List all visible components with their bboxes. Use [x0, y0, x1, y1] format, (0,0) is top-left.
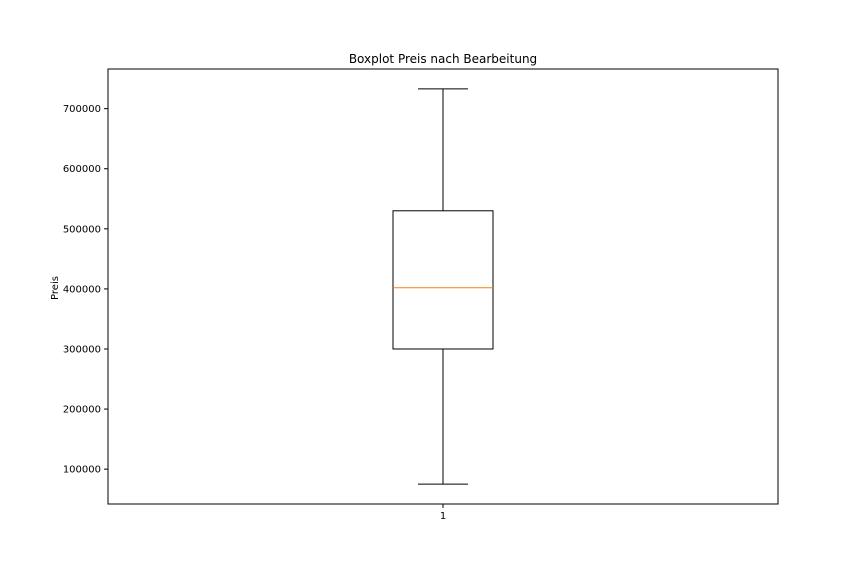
y-tick-label: 500000 — [63, 224, 101, 235]
box-group — [392, 88, 494, 485]
y-tick-label: 100000 — [63, 465, 101, 476]
y-tick-label: 400000 — [63, 284, 101, 295]
y-tick-label: 200000 — [63, 405, 101, 416]
y-tick-label: 600000 — [63, 164, 101, 175]
x-tick-label: 1 — [440, 511, 446, 522]
chart-title: Boxplot Preis nach Bearbeitung — [349, 52, 537, 66]
y-axis: 100000 200000 300000 400000 500000 600000 7000… — [63, 104, 108, 476]
y-axis-label: Preis — [50, 276, 61, 300]
y-tick-label: 700000 — [63, 104, 101, 115]
x-axis: 1 — [440, 504, 446, 522]
box-iqr — [392, 210, 494, 350]
y-tick-label: 300000 — [63, 344, 101, 355]
